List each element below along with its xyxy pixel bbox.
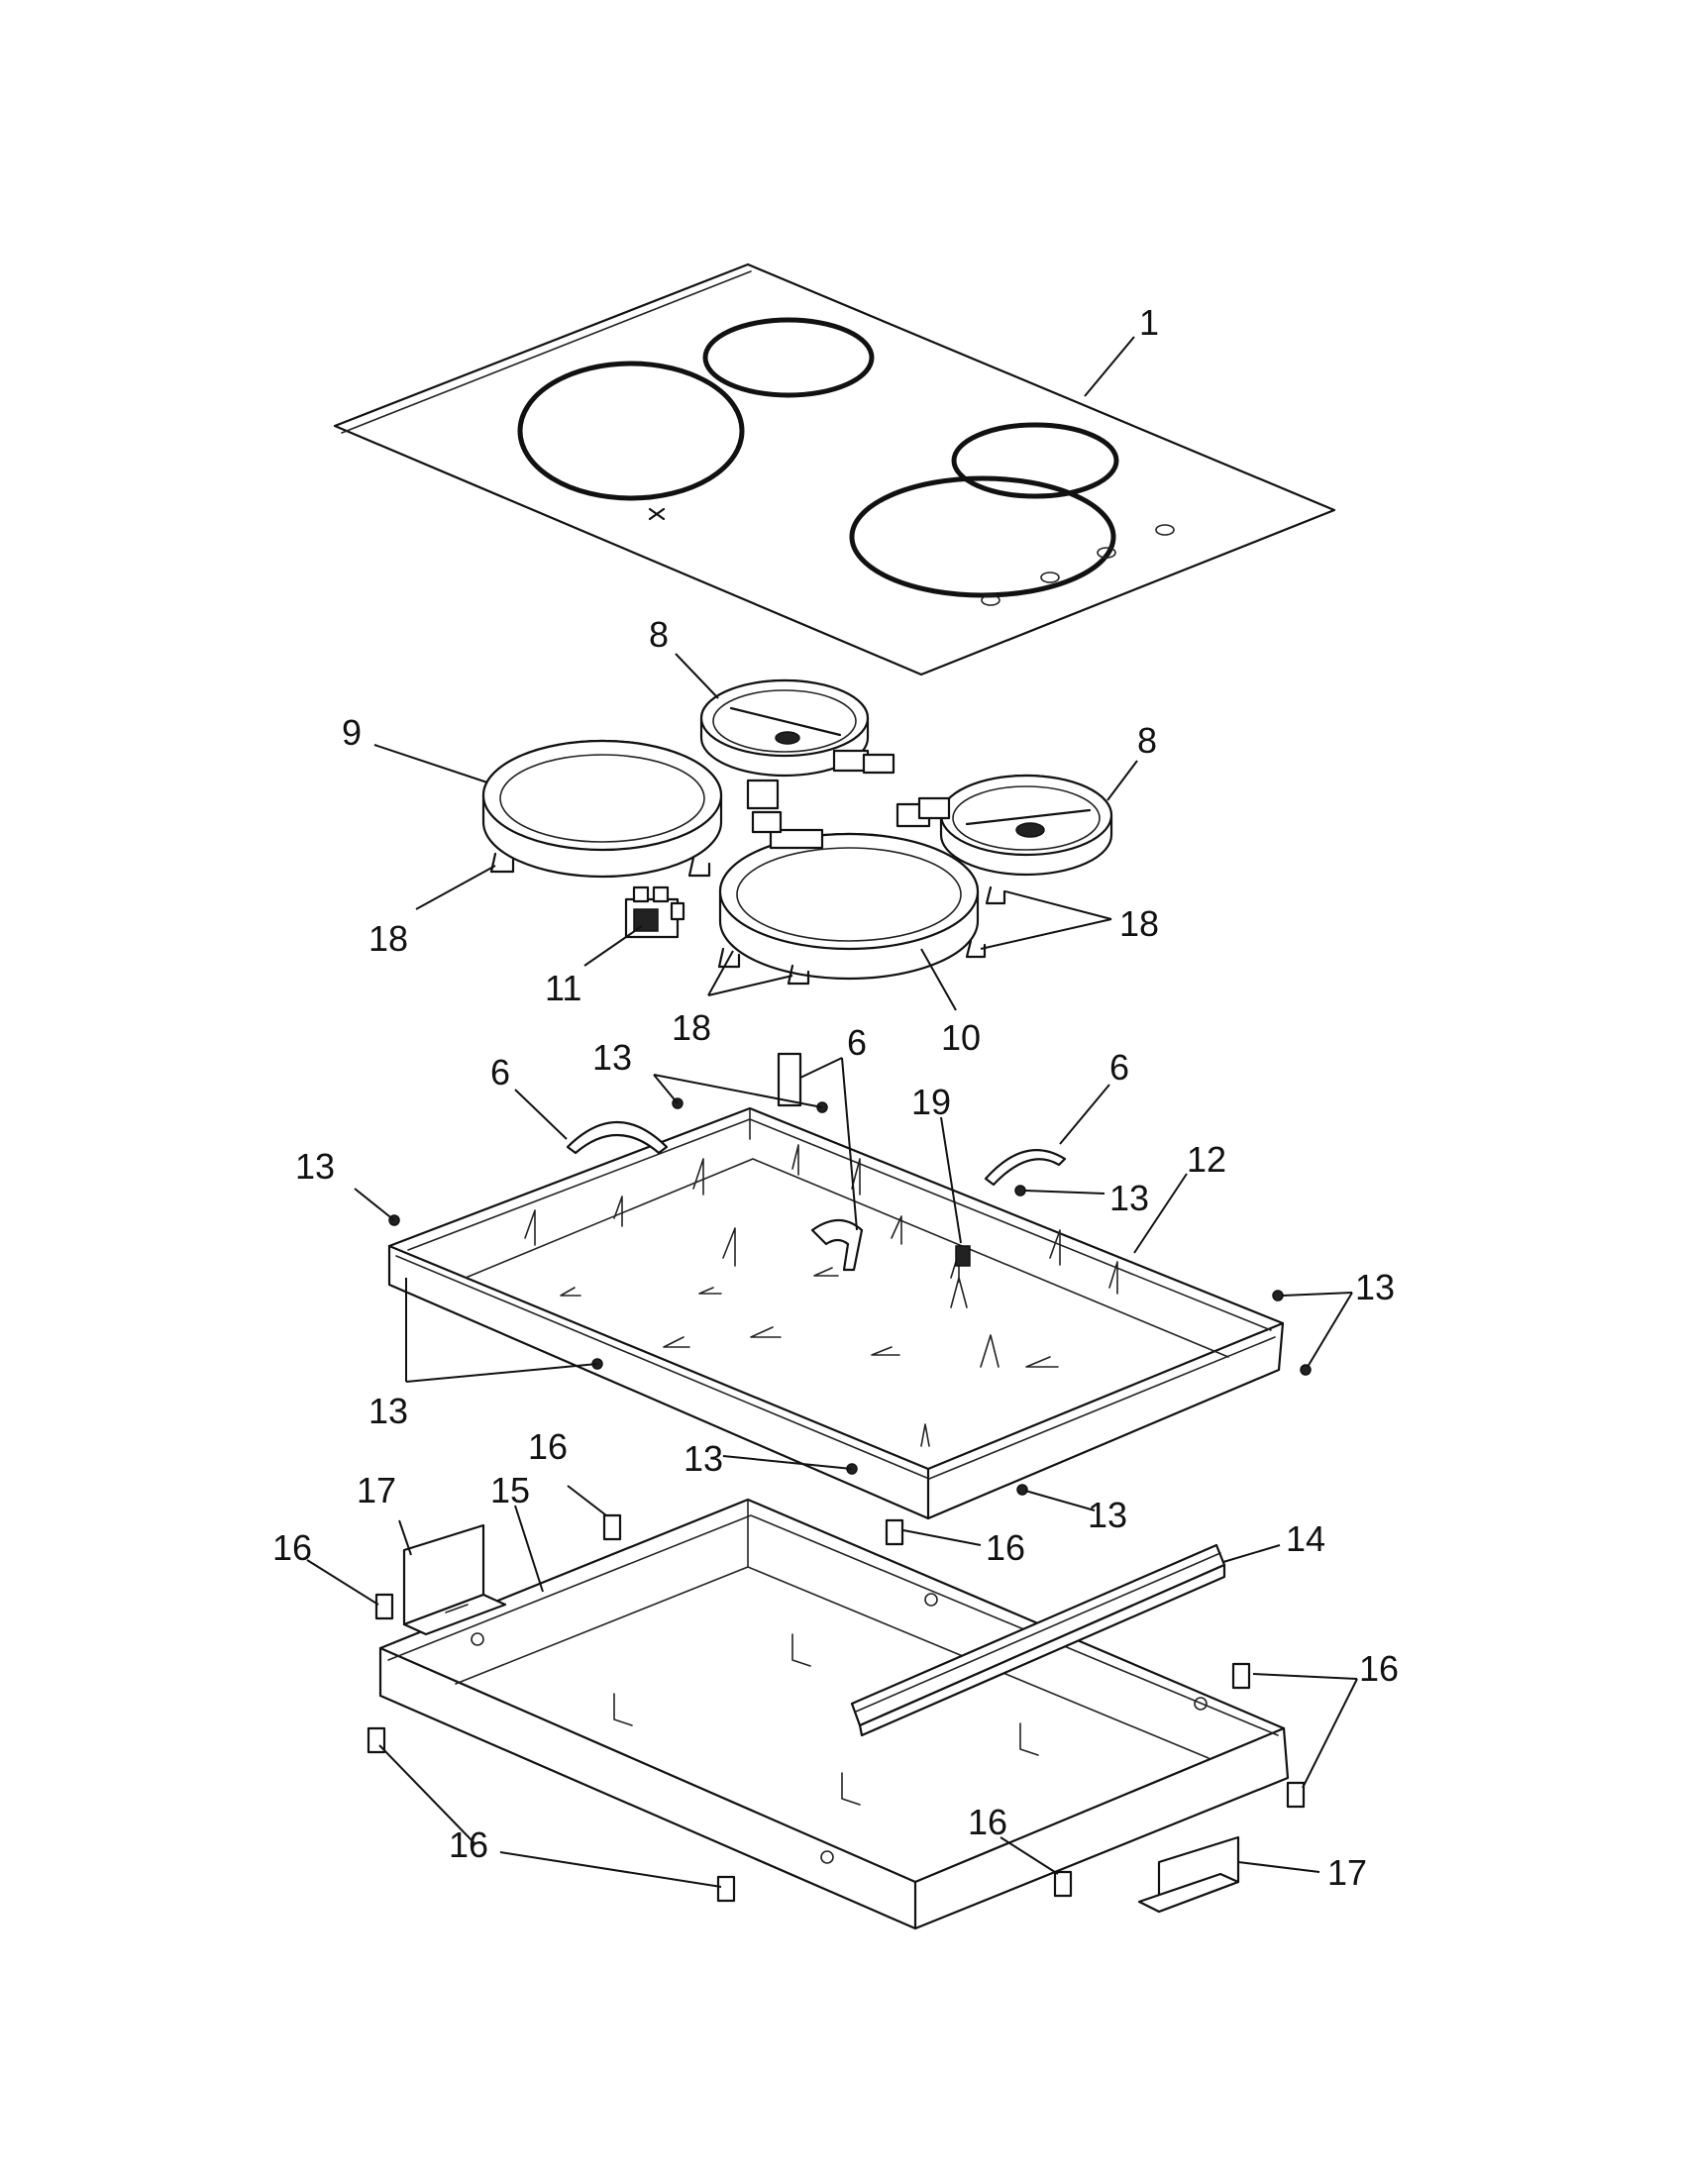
burner-ring-small-rear xyxy=(702,317,875,398)
burner-ring-small-right xyxy=(951,422,1119,499)
callout-8-right: 8 xyxy=(1137,720,1157,761)
callout-13-center: 13 xyxy=(684,1438,723,1479)
callout-14: 14 xyxy=(1286,1518,1325,1559)
callout-13-left-lower: 13 xyxy=(368,1391,408,1431)
control-holes xyxy=(981,524,1175,606)
upper-tray-12 xyxy=(387,1106,1285,1520)
heating-element-9 xyxy=(481,739,723,879)
callout-13-bottom-right: 13 xyxy=(1088,1495,1127,1535)
part-19-clip xyxy=(955,1245,971,1267)
heating-element-10 xyxy=(717,832,987,986)
callout-9: 9 xyxy=(342,712,362,753)
heating-element-8-rear xyxy=(699,678,895,778)
rail-14 xyxy=(850,1543,1226,1737)
glass-cooktop xyxy=(333,262,1336,676)
leader-lines xyxy=(306,336,1358,1888)
callout-19: 19 xyxy=(911,1082,951,1122)
box-internal-tabs xyxy=(613,1633,1039,1806)
callout-16-bottom-left: 16 xyxy=(449,1824,488,1865)
bracket xyxy=(965,939,987,959)
callout-10: 10 xyxy=(941,1017,981,1058)
callout-13-top: 13 xyxy=(592,1037,632,1078)
lower-box-15 xyxy=(378,1498,1290,1930)
brackets-17 xyxy=(402,1523,1240,1914)
callout-11: 11 xyxy=(545,968,581,1008)
callout-labels: 1 8 8 9 18 18 11 18 10 6 6 6 13 13 19 13… xyxy=(272,302,1399,1893)
callout-13-right: 13 xyxy=(1355,1267,1395,1307)
wire-clips-6 xyxy=(566,1052,1067,1187)
callout-6-left: 6 xyxy=(490,1052,510,1092)
callout-16-right: 16 xyxy=(1359,1648,1399,1689)
callout-15: 15 xyxy=(490,1470,530,1510)
callout-6-right: 6 xyxy=(1109,1047,1129,1088)
heating-element-8-right xyxy=(895,774,1113,905)
tray-hook xyxy=(810,1218,864,1272)
callout-13-left: 13 xyxy=(295,1146,335,1187)
callout-17-left: 17 xyxy=(357,1470,396,1510)
callout-13-right-upper: 13 xyxy=(1109,1178,1149,1218)
tray-internal-posts xyxy=(524,1144,1118,1447)
connector-bridge xyxy=(746,779,824,850)
callout-17-right: 17 xyxy=(1327,1852,1367,1893)
callout-16-bottom-right: 16 xyxy=(968,1802,1007,1842)
callout-16-mid: 16 xyxy=(986,1527,1025,1568)
callout-8-rear: 8 xyxy=(649,614,669,655)
bracket xyxy=(985,885,1006,905)
callout-18-left: 18 xyxy=(368,918,408,959)
cross-marker xyxy=(648,507,666,521)
callout-16-left: 16 xyxy=(272,1527,312,1568)
bracket xyxy=(489,852,515,874)
callout-6-center: 6 xyxy=(847,1022,867,1063)
callout-18-right: 18 xyxy=(1119,903,1159,944)
burner-ring-large-front xyxy=(849,475,1116,598)
callout-16-top: 16 xyxy=(528,1426,568,1467)
callout-12: 12 xyxy=(1187,1139,1226,1180)
bracket xyxy=(717,947,741,969)
burner-ring-large-left xyxy=(517,361,745,501)
callout-18-bottom: 18 xyxy=(672,1007,711,1048)
bracket xyxy=(787,964,810,986)
bracket xyxy=(687,856,711,878)
switch-block-11 xyxy=(624,885,685,939)
callout-1: 1 xyxy=(1139,302,1159,343)
